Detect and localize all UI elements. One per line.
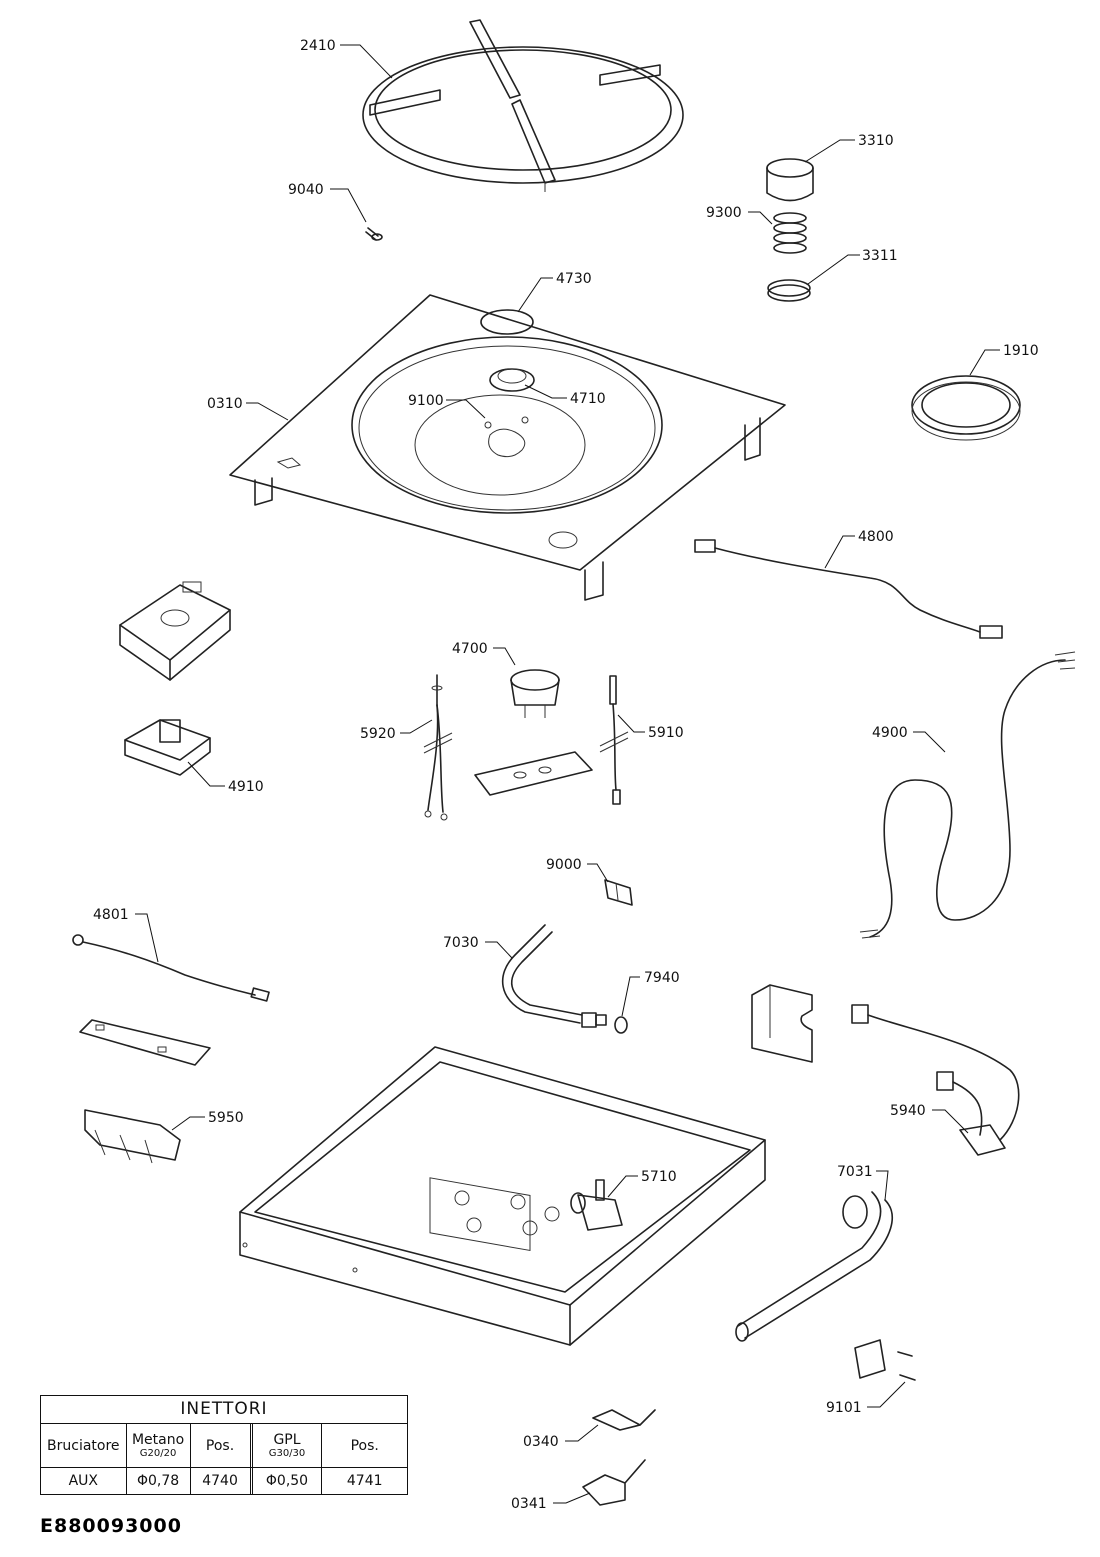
- injector-table: INETTORI Bruciatore Metano G20/20 Pos. G…: [40, 1395, 408, 1495]
- hinge-screws-9101: [854, 1339, 916, 1381]
- cell-pos-2: 4741: [346, 1473, 383, 1489]
- thermostat-5940: [851, 1004, 1020, 1156]
- leader-lines: [135, 44, 1000, 1504]
- injector-table-title: INETTORI: [41, 1396, 407, 1424]
- label-4700: 4700: [452, 641, 488, 657]
- knob-3310: [766, 158, 814, 202]
- header-pos-2: Pos.: [350, 1437, 379, 1454]
- label-1910: 1910: [1003, 343, 1039, 359]
- label-4710: 4710: [570, 391, 606, 407]
- label-5710: 5710: [641, 1169, 677, 1185]
- burner-bracket: [474, 751, 593, 796]
- label-3310: 3310: [858, 133, 894, 149]
- wire-4801: [72, 934, 270, 1002]
- label-0341: 0341: [511, 1496, 547, 1512]
- gasket-1910: [911, 375, 1021, 441]
- label-5950: 5950: [208, 1110, 244, 1126]
- cell-metano: Φ0,78: [127, 1468, 191, 1494]
- label-9040: 9040: [288, 182, 324, 198]
- terminal-block-5950: [84, 1109, 181, 1164]
- label-4910: 4910: [228, 779, 264, 795]
- header-pos-1: Pos.: [191, 1424, 253, 1467]
- cell-burner: AUX: [41, 1468, 127, 1494]
- header-gpl: GPL G30/30: [253, 1424, 323, 1467]
- label-5940: 5940: [890, 1103, 926, 1119]
- label-4900: 4900: [872, 725, 908, 741]
- label-5920: 5920: [360, 726, 396, 742]
- gas-pipe-7030: [501, 924, 607, 1028]
- label-7940: 7940: [644, 970, 680, 986]
- label-2410: 2410: [300, 38, 336, 54]
- screw-9040: [365, 227, 383, 241]
- header-metano: Metano G20/20: [127, 1424, 191, 1467]
- gas-valve-5710: [570, 1179, 623, 1231]
- power-cable-4900: [859, 651, 1076, 939]
- drawing-code: E880093000: [40, 1515, 182, 1537]
- cell-gpl: Φ0,50: [253, 1468, 323, 1494]
- label-0340: 0340: [523, 1434, 559, 1450]
- label-3311: 3311: [862, 248, 898, 264]
- label-4730: 4730: [556, 271, 592, 287]
- label-5910: 5910: [648, 725, 684, 741]
- label-4801: 4801: [93, 907, 129, 923]
- label-0310: 0310: [207, 396, 243, 412]
- ring-3311: [767, 279, 811, 302]
- pipe-7031: [735, 1191, 894, 1342]
- bracket-0341: [582, 1459, 646, 1506]
- control-box: [119, 581, 231, 681]
- label-9101: 9101: [826, 1400, 862, 1416]
- label-4800: 4800: [858, 529, 894, 545]
- header-burner: Bruciatore: [41, 1424, 127, 1467]
- ignition-unit-4910: [124, 719, 211, 776]
- shield-bracket: [751, 984, 813, 1063]
- top-plate-0310: [229, 294, 786, 601]
- burner-4700: [510, 669, 560, 718]
- electrode-5910: [599, 675, 629, 805]
- label-7030: 7030: [443, 935, 479, 951]
- table-row: AUX Φ0,78 4740 Φ0,50 4741: [41, 1468, 407, 1494]
- label-9300: 9300: [706, 205, 742, 221]
- header-gpl-label: GPL: [273, 1432, 301, 1448]
- header-gpl-sub: G30/30: [268, 1448, 306, 1459]
- pan-support-2410: [362, 19, 684, 192]
- injector-table-header: Bruciatore Metano G20/20 Pos. GPL G30/30…: [41, 1424, 407, 1468]
- base-tray: [239, 1046, 766, 1346]
- cell-pos-1: 4740: [191, 1468, 253, 1494]
- header-metano-label: Metano: [131, 1432, 185, 1448]
- bracket-0340: [592, 1409, 656, 1431]
- thermocouple-5920: [423, 674, 453, 821]
- label-9100: 9100: [408, 393, 444, 409]
- wire-4800: [694, 539, 1003, 639]
- label-9000: 9000: [546, 857, 582, 873]
- part-labels: 2410 9040 3310 9300 3311 4730 1910 0310 …: [93, 38, 1039, 1512]
- header-metano-sub: G20/20: [139, 1448, 177, 1459]
- washer-7940: [614, 1016, 628, 1034]
- spring-9300: [773, 212, 807, 254]
- label-7031: 7031: [837, 1164, 873, 1180]
- bracket-plate: [79, 1019, 211, 1066]
- clip-9000: [604, 879, 633, 906]
